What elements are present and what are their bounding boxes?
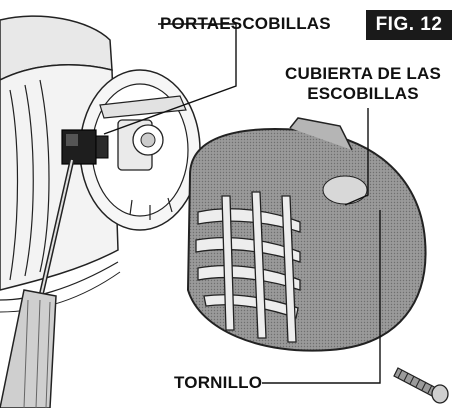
screwdriver bbox=[0, 159, 75, 409]
screw-leader bbox=[262, 210, 381, 384]
brush-cover bbox=[186, 117, 427, 352]
figure-number-badge: FIG. 12 bbox=[366, 10, 452, 40]
screw bbox=[393, 367, 449, 404]
brush-cover-label-line2: ESCOBILLAS bbox=[307, 84, 419, 103]
brush-holder-leader bbox=[103, 23, 237, 135]
brush-cover-label-line1: CUBIERTA DE LAS bbox=[285, 64, 441, 83]
brush-cover-label: CUBIERTA DE LAS ESCOBILLAS bbox=[268, 64, 458, 104]
cover-grille bbox=[195, 191, 301, 343]
screw-label: TORNILLO bbox=[174, 373, 263, 392]
brush-cover-leader bbox=[344, 108, 369, 206]
brush-holder bbox=[61, 129, 109, 165]
brush-holder-label: PORTAESCOBILLAS bbox=[160, 14, 331, 33]
